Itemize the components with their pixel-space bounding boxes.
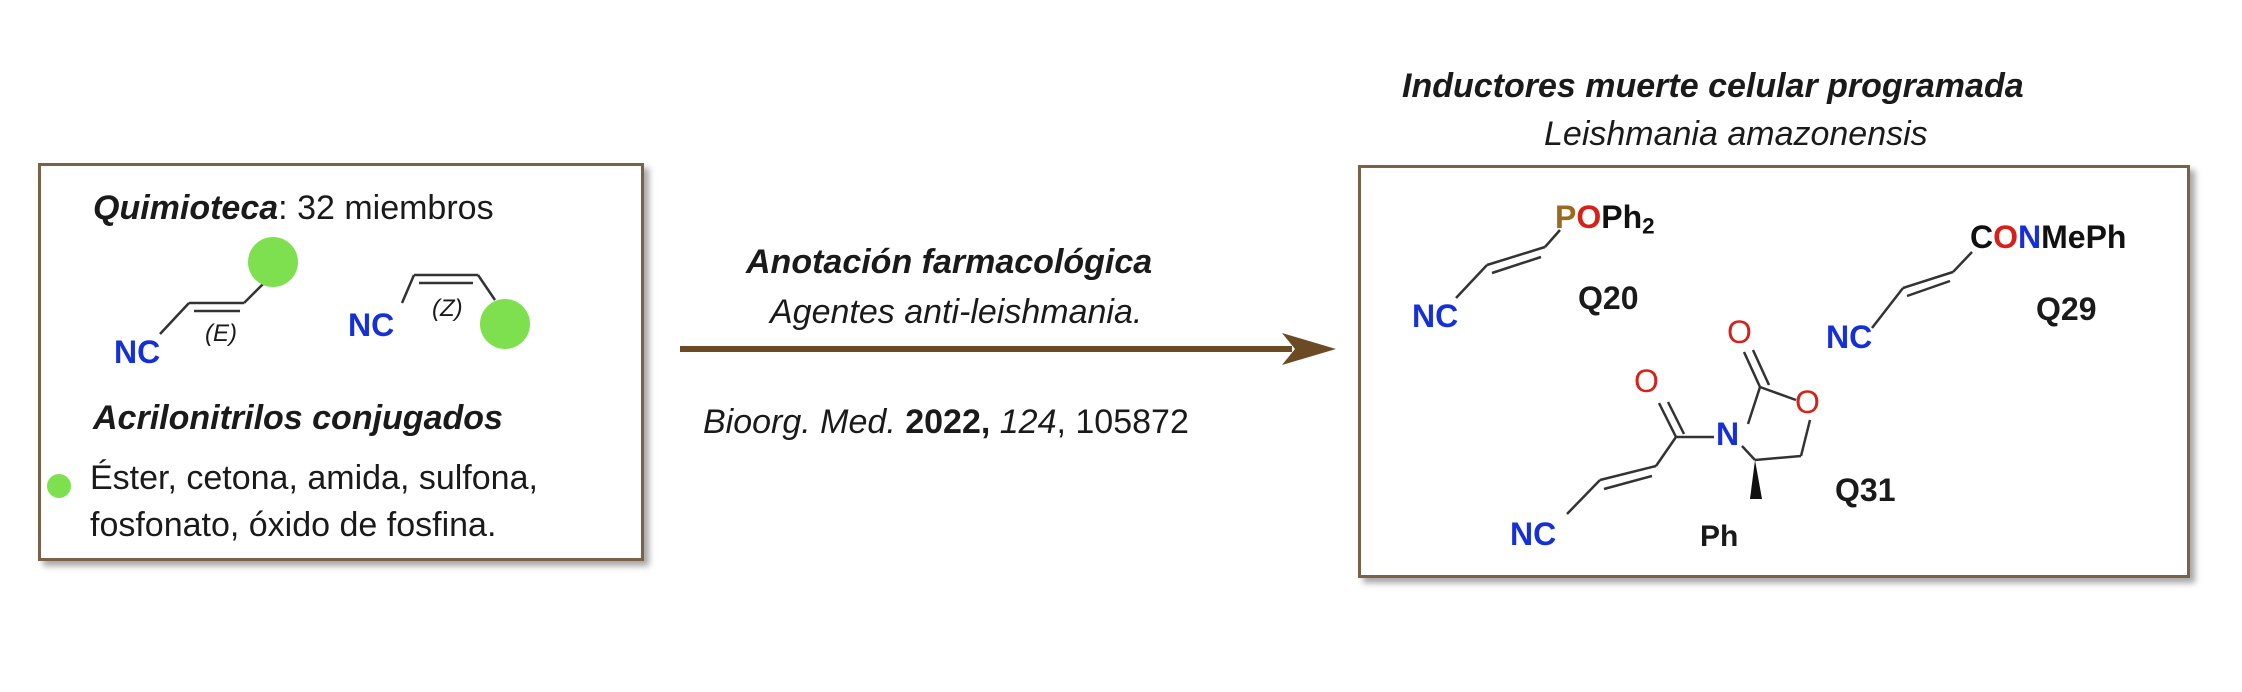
q20-label: Q20 bbox=[1578, 280, 1639, 316]
e-nitrile-label: NC bbox=[114, 334, 161, 370]
q29-amide: CONMePh bbox=[1970, 221, 2126, 253]
right-panel-title: Inductores muerte celular programada bbox=[1402, 67, 2024, 105]
q20-phosphine-oxide: POPh2 bbox=[1555, 201, 1655, 238]
z-stereo-label: (Z) bbox=[432, 295, 463, 322]
reference-volume: 124 bbox=[999, 403, 1057, 441]
z-nitrile-label: NC bbox=[348, 307, 395, 343]
library-title-count: : 32 miembros bbox=[278, 189, 494, 227]
q29-label: Q29 bbox=[2036, 291, 2097, 327]
chemical-library-panel bbox=[38, 163, 644, 561]
library-title-bold: Quimioteca bbox=[93, 189, 279, 227]
right-panel-subtitle: Leishmania amazonensis bbox=[1544, 115, 1928, 153]
legend-dot bbox=[47, 474, 71, 498]
q31-ring-oxygen: O bbox=[1795, 384, 1820, 420]
q29-bonds bbox=[1871, 251, 1973, 329]
library-title: Quimioteca: 32 miembros bbox=[93, 191, 494, 225]
q29-oxygen: O bbox=[1993, 219, 2018, 255]
e-substituent-dot bbox=[248, 237, 298, 287]
q20-oxygen: O bbox=[1576, 199, 1602, 235]
q31-bonds bbox=[1566, 349, 1812, 515]
reference-journal: Bioorg. Med. bbox=[703, 403, 896, 441]
reference: Bioorg. Med. 2022, 124, 105872 bbox=[703, 405, 1189, 439]
q31-nitrogen: N bbox=[1716, 416, 1740, 452]
q31-carbonyl-oxygen: O bbox=[1634, 363, 1659, 399]
library-heading: Acrilonitrilos conjugados bbox=[93, 399, 503, 437]
hit-compounds-panel bbox=[1358, 165, 2190, 578]
reference-year: 2022, bbox=[905, 403, 991, 441]
q20-subscript: 2 bbox=[1642, 213, 1655, 239]
q29-carbon: C bbox=[1970, 219, 1994, 255]
e-acrylonitrile-bonds bbox=[159, 282, 265, 335]
q20-phenyl: Ph bbox=[1601, 199, 1643, 235]
q20-bonds bbox=[1455, 229, 1561, 299]
z-acrylonitrile-bonds bbox=[400, 273, 497, 304]
q20-nitrile: NC bbox=[1412, 298, 1459, 334]
q31-wedge-bond bbox=[1750, 460, 1762, 499]
q31-ring-carbonyl-oxygen: O bbox=[1727, 314, 1752, 350]
arrow-title: Anotación farmacológica bbox=[746, 243, 1153, 281]
reference-pages: , 105872 bbox=[1056, 403, 1189, 441]
q20-phosphorus: P bbox=[1555, 199, 1577, 235]
arrow-subtitle: Agentes anti-leishmania. bbox=[770, 293, 1143, 331]
e-stereo-label: (E) bbox=[205, 320, 237, 347]
q29-nitrile: NC bbox=[1826, 319, 1873, 355]
q29-nitrogen: N bbox=[2018, 219, 2042, 255]
substituent-legend-line-2: fosfonato, óxido de fosfina. bbox=[90, 506, 497, 544]
q29-substituents: MePh bbox=[2041, 219, 2127, 255]
q31-label: Q31 bbox=[1835, 472, 1896, 508]
q31-nitrile: NC bbox=[1510, 516, 1557, 552]
substituent-legend-line-1: Éster, cetona, amida, sulfona, bbox=[90, 459, 538, 497]
z-substituent-dot bbox=[480, 299, 530, 349]
q31-phenyl: Ph bbox=[1700, 520, 1739, 553]
